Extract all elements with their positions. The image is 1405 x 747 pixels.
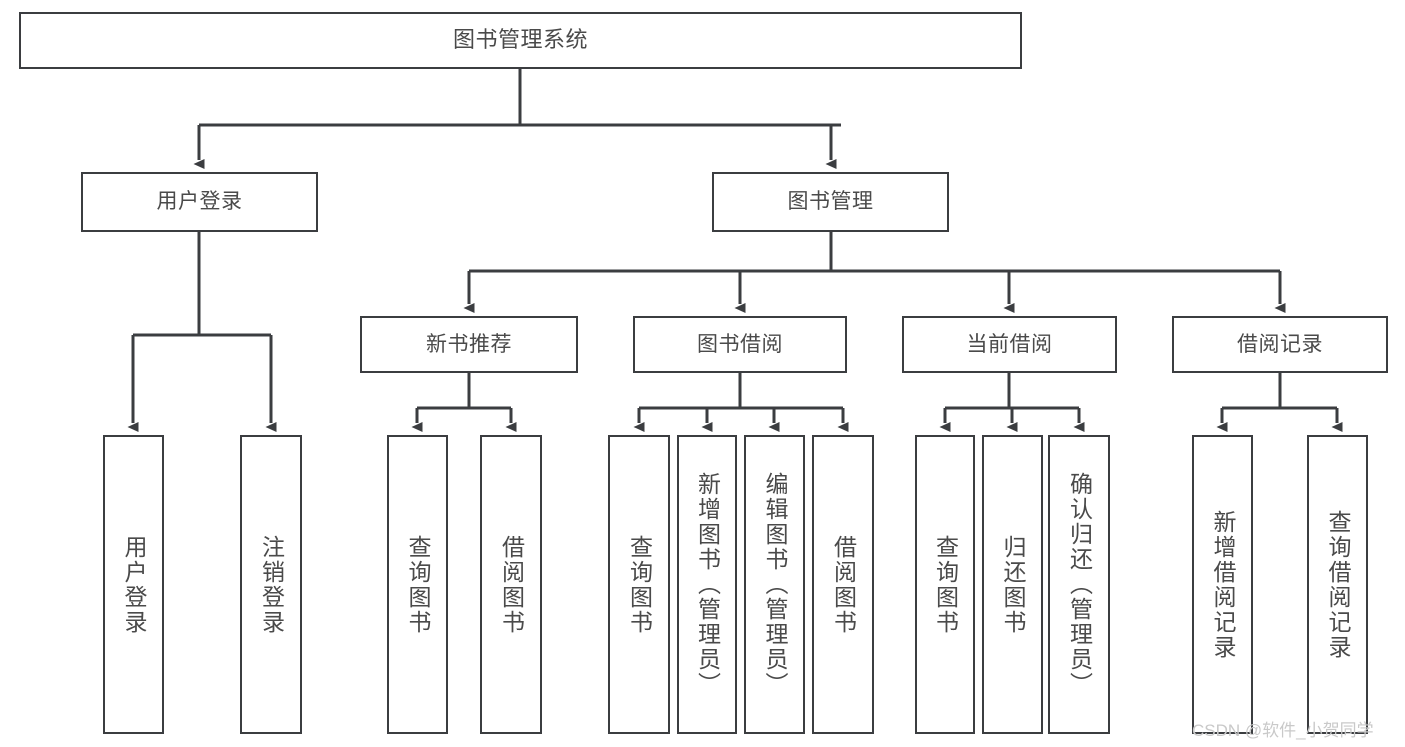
- node-leaf-confirm-return[interactable]: 确认归还（管理员）: [1048, 435, 1110, 734]
- node-leaf-add-book[interactable]: 新增图书（管理员）: [677, 435, 737, 734]
- node-leaf-query-book-2-label: 查询图书: [626, 534, 653, 635]
- node-leaf-borrow-book-2-label: 借阅图书: [830, 534, 857, 635]
- node-user-login-label: 用户登录: [156, 190, 243, 214]
- node-user-login[interactable]: 用户登录: [81, 172, 318, 232]
- node-leaf-user-login-label: 用户登录: [121, 534, 147, 635]
- node-leaf-borrow-book-2[interactable]: 借阅图书: [812, 435, 874, 734]
- node-leaf-user-login[interactable]: 用户登录: [103, 435, 164, 734]
- node-leaf-edit-book-label: 编辑图书（管理员）: [762, 472, 788, 697]
- node-leaf-query-record-label: 查询借阅记录: [1325, 509, 1351, 660]
- node-leaf-query-book-3[interactable]: 查询图书: [915, 435, 975, 734]
- node-new-book-recommend[interactable]: 新书推荐: [360, 316, 578, 373]
- node-root-label: 图书管理系统: [452, 27, 588, 53]
- node-leaf-add-book-label: 新增图书（管理员）: [694, 472, 721, 697]
- node-leaf-return-book-label: 归还图书: [1000, 534, 1026, 635]
- node-leaf-borrow-book-1[interactable]: 借阅图书: [480, 435, 542, 734]
- node-leaf-query-book-2[interactable]: 查询图书: [608, 435, 670, 734]
- node-book-manage[interactable]: 图书管理: [712, 172, 949, 232]
- node-borrow-record[interactable]: 借阅记录: [1172, 316, 1388, 373]
- node-leaf-logout[interactable]: 注销登录: [240, 435, 302, 734]
- node-leaf-query-book-1-label: 查询图书: [405, 534, 431, 635]
- node-leaf-query-book-1[interactable]: 查询图书: [387, 435, 448, 734]
- node-borrow-record-label: 借阅记录: [1237, 332, 1323, 356]
- node-leaf-query-book-3-label: 查询图书: [932, 534, 959, 635]
- node-leaf-borrow-book-1-label: 借阅图书: [498, 534, 525, 635]
- node-book-borrow-label: 图书借阅: [697, 332, 783, 356]
- node-current-borrow-label: 当前借阅: [966, 332, 1053, 356]
- node-leaf-add-record[interactable]: 新增借阅记录: [1192, 435, 1253, 734]
- node-leaf-add-record-label: 新增借阅记录: [1210, 509, 1236, 660]
- node-leaf-logout-label: 注销登录: [258, 534, 285, 635]
- node-book-manage-label: 图书管理: [787, 190, 874, 214]
- node-new-book-recommend-label: 新书推荐: [426, 332, 512, 356]
- csdn-watermark: CSDN @软件_小贺同学: [1192, 721, 1374, 740]
- node-leaf-return-book[interactable]: 归还图书: [982, 435, 1043, 734]
- node-leaf-confirm-return-label: 确认归还（管理员）: [1066, 472, 1093, 697]
- node-leaf-edit-book[interactable]: 编辑图书（管理员）: [744, 435, 805, 734]
- node-leaf-query-record[interactable]: 查询借阅记录: [1307, 435, 1368, 734]
- node-current-borrow[interactable]: 当前借阅: [902, 316, 1117, 373]
- node-book-borrow[interactable]: 图书借阅: [633, 316, 847, 373]
- node-root[interactable]: 图书管理系统: [19, 12, 1022, 69]
